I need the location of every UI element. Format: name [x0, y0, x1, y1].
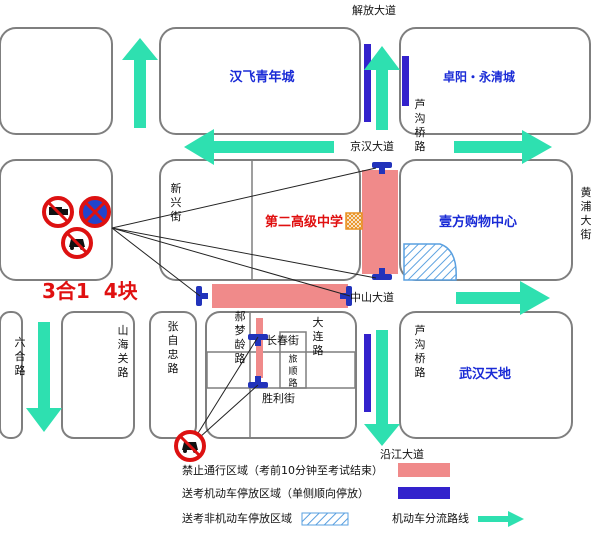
label-shanhaiguan: 山海关路 — [118, 324, 129, 379]
label-huangpu: 黄浦大街 — [581, 185, 592, 241]
block-zhangzizhong — [149, 311, 197, 439]
label-wuhantian: 武汉天地 — [459, 366, 511, 382]
school-gate-marker — [345, 212, 363, 230]
label-changchun: 长春街 — [266, 333, 299, 347]
label-luogouqiao-s: 芦沟桥路 — [415, 324, 426, 379]
no-truck-icon — [42, 196, 74, 228]
legend-diversion-label: 机动车分流路线 — [392, 511, 469, 525]
arrow-right-zhongshan — [456, 281, 550, 315]
label-lvshun: 旅顺路 — [288, 353, 297, 389]
block-shanhaiguan — [61, 311, 135, 439]
motor-parking-luogouqiao-n — [402, 56, 409, 106]
arrow-right-jinghan — [454, 130, 552, 164]
forbidden-zone-south — [212, 284, 348, 308]
label-yanjiang: 沿江大道 — [380, 447, 424, 461]
arrow-down-yanjiang — [364, 330, 400, 446]
block-wuhantian — [399, 311, 573, 439]
block-duma — [205, 311, 357, 439]
legend-nonmotor-parking-swatch — [301, 512, 349, 526]
label-dalian: 大连路 — [313, 315, 324, 357]
block-northwest-edge — [0, 27, 113, 135]
arrow-left-jinghan — [184, 129, 334, 165]
arrow-down-luhe — [26, 322, 62, 432]
label-jinghan: 京汉大道 — [350, 139, 394, 153]
diversion-arrows — [26, 38, 552, 446]
motor-parking-yanjiang — [364, 334, 371, 412]
no-car-icon — [174, 430, 206, 462]
block-southwest-edge — [0, 311, 23, 439]
forbidden-zone-east — [362, 170, 398, 274]
label-hanfei: 汉飞青年城 — [229, 69, 294, 85]
interior-streets — [206, 160, 356, 438]
traffic-signs-west — [42, 196, 111, 259]
barrier-jinghan — [372, 162, 392, 174]
legend-forbidden-swatch — [398, 463, 450, 477]
nonmotor-parking-area — [403, 243, 457, 281]
label-jiefang: 解放大道 — [352, 3, 396, 17]
label-luhe: 六合路 — [15, 336, 26, 377]
block-zhuoyang — [399, 27, 591, 135]
arrow-up-west — [122, 38, 158, 128]
label-zhuoyang: 卓阳・永清城 — [443, 69, 515, 84]
note-3in1-4blocks: 3合1 4块 — [42, 279, 139, 303]
label-shengli: 胜利街 — [262, 391, 295, 405]
legend-forbidden-label: 禁止通行区域（考前10分钟至考试结束） — [182, 463, 383, 477]
label-yifang: 壹方购物中心 — [439, 214, 517, 230]
label-school: 第二高级中学 — [265, 214, 343, 230]
forbidden-zones — [212, 170, 398, 378]
block-hanfei — [159, 27, 361, 135]
legend-motor-parking-swatch — [398, 487, 450, 499]
legend-nonmotor-parking-label: 送考非机动车停放区域 — [182, 511, 292, 525]
label-duma: 郝梦龄路 — [235, 309, 246, 365]
legend-motor-parking-label: 送考机动车停放区域（单侧顺向停放） — [182, 486, 369, 500]
barrier-zhongshan-east — [372, 268, 392, 280]
legend-diversion-arrow — [478, 511, 524, 527]
label-luogouqiao-n: 芦沟桥路 — [415, 98, 426, 153]
arrow-up-jiefang — [364, 46, 400, 130]
motor-parking-jiefang — [364, 44, 371, 122]
no-stopping-icon — [79, 196, 111, 228]
motor-parking-bars — [364, 44, 409, 412]
legend: 禁止通行区域（考前10分钟至考试结束） 送考机动车停放区域（单侧顺向停放） 送考… — [182, 463, 524, 527]
label-zhongshan: 中山大道 — [350, 290, 394, 304]
no-car-icon — [61, 227, 93, 259]
label-zhangzizhong: 张自忠路 — [168, 320, 179, 375]
barrier-zhongshan-west — [196, 286, 208, 306]
forbidden-zone-duma — [256, 318, 263, 378]
label-xinxing: 新兴街 — [171, 181, 182, 223]
